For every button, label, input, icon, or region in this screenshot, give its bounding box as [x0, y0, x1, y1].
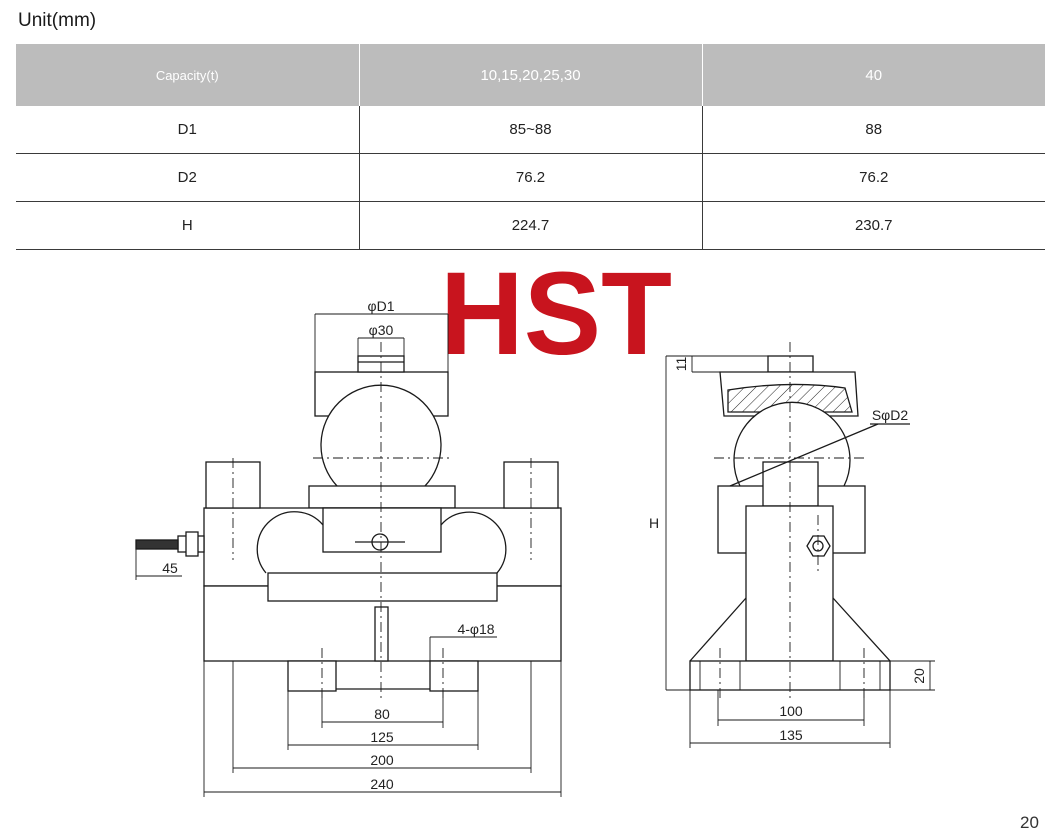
dim-20: 20: [911, 668, 927, 684]
dim-11: 11: [673, 357, 689, 372]
dim-125: 125: [370, 729, 394, 745]
table-row: D2 76.2 76.2: [16, 153, 1045, 202]
dim-135: 135: [779, 727, 803, 743]
spec-table: Capacity(t) 10,15,20,25,30 40 D1 85~88 8…: [16, 44, 1045, 250]
row-label: D1: [16, 106, 360, 154]
dim-80: 80: [374, 706, 390, 722]
dim-holes: 4-φ18: [457, 621, 494, 637]
table-cell: 76.2: [359, 153, 703, 202]
dim-45: 45: [162, 560, 178, 576]
table-cell: 85~88: [359, 106, 703, 154]
row-label: H: [16, 201, 360, 250]
dim-100: 100: [779, 703, 803, 719]
table-cell: 224.7: [359, 201, 703, 250]
header-capacity-group-1: 10,15,20,25,30: [359, 44, 703, 106]
unit-title: Unit(mm): [18, 10, 97, 31]
table-cell: 88: [702, 106, 1045, 154]
table-cell: 230.7: [702, 201, 1045, 250]
dim-240: 240: [370, 776, 394, 792]
table-row: H 224.7 230.7: [16, 201, 1045, 250]
side-view: [665, 342, 935, 748]
dim-s-phi-d2: SφD2: [872, 407, 909, 423]
dim-phi-30: φ30: [369, 322, 394, 338]
table-cell: 76.2: [702, 153, 1045, 202]
front-view: [135, 313, 562, 797]
table-row: D1 85~88 88: [16, 106, 1045, 154]
table-header-row: Capacity(t) 10,15,20,25,30 40: [16, 44, 1045, 106]
page-number: 20: [1020, 813, 1039, 832]
hst-logo: HST: [440, 248, 672, 380]
hst-logo-text: HST: [440, 248, 672, 380]
dim-h: H: [649, 515, 659, 531]
header-capacity-group-2: 40: [702, 44, 1045, 106]
dim-200: 200: [370, 752, 394, 768]
header-capacity: Capacity(t): [16, 44, 360, 106]
dim-phi-d1: φD1: [368, 298, 395, 314]
row-label: D2: [16, 153, 360, 202]
